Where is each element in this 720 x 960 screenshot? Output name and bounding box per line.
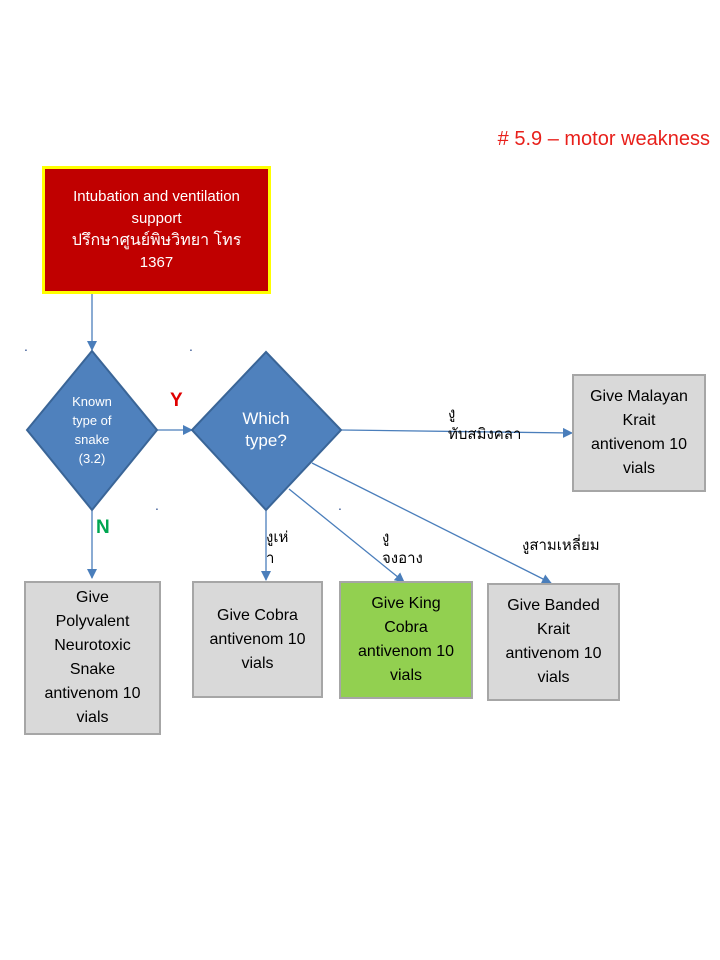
known-line3: snake: [74, 432, 110, 447]
banded-krait-box: Give Banded Krait antivenom 10 vials: [487, 583, 620, 701]
cobra-line2: antivenom 10: [209, 630, 306, 648]
intubation-line4: 1367: [139, 254, 174, 271]
malayan-line4: vials: [622, 460, 655, 477]
cobra-label-line1: งูเห่: [266, 529, 289, 546]
polyvalent-box: Give Polyvalent Neurotoxic Snake antiven…: [24, 581, 161, 735]
intubation-line3: ปรึกษาศูนย์พิษวิทยา โทร: [71, 232, 242, 249]
connector-which-to-king-cobra: [288, 488, 405, 583]
connector-which-to-malayan: [340, 427, 573, 438]
connector-which-to-banded-krait: [311, 462, 552, 584]
malayan-krait-box: Give Malayan Krait antivenom 10 vials: [572, 374, 706, 492]
which-line2: type?: [245, 431, 287, 450]
known-line2: type of: [72, 413, 112, 428]
yes-label: Y: [170, 390, 183, 411]
king-cobra-label-line1: งู: [382, 529, 390, 546]
intubation-box: Intubation and ventilation support ปรึกษ…: [42, 166, 271, 294]
known-type-diamond: [25, 349, 159, 512]
page-heading: # 5.9 – motor weakness: [497, 128, 710, 150]
banded-krait-edge-label: งูสามเหลี่ยม: [522, 537, 600, 554]
king-cobra-edge-label: งู จงอาง: [382, 527, 423, 569]
king-cobra-line4: vials: [389, 667, 422, 684]
king-cobra-line3: antivenom 10: [357, 643, 455, 660]
polyvalent-line4: Snake: [69, 661, 116, 678]
malayan-line1: Give Malayan: [590, 388, 688, 405]
dot-4: .: [338, 497, 342, 513]
cobra-edge-label: งูเห่ า: [266, 527, 288, 569]
polyvalent-line3: Neurotoxic: [54, 637, 131, 654]
banded-line4: vials: [537, 669, 570, 686]
no-label: N: [96, 517, 110, 538]
known-type-text: Known type of snake (3.2): [52, 390, 132, 470]
king-cobra-line1: Give King: [371, 595, 441, 612]
intubation-line1: Intubation and ventilation: [73, 188, 240, 205]
dot-3: .: [155, 497, 159, 513]
king-cobra-label-line2: จงอาง: [382, 550, 423, 567]
which-type-text: Which type?: [216, 405, 316, 455]
known-line1: Known: [72, 394, 112, 409]
which-line1: Which: [242, 409, 290, 428]
polyvalent-line1: Give: [76, 589, 109, 606]
known-line4: (3.2): [78, 451, 106, 466]
cobra-line3: vials: [241, 654, 274, 672]
cobra-line1: Give Cobra: [217, 606, 298, 624]
king-cobra-line2: Cobra: [384, 619, 428, 636]
which-type-diamond: [190, 350, 343, 512]
malayan-krait-edge-label: งู ทับสมิงคลา: [448, 403, 521, 445]
polyvalent-line2: Polyvalent: [55, 613, 130, 630]
banded-line1: Give Banded: [507, 597, 600, 614]
banded-line3: antivenom 10: [505, 645, 602, 662]
polyvalent-line6: vials: [76, 709, 109, 726]
cobra-box: Give Cobra antivenom 10 vials: [192, 581, 323, 698]
malayan-line3: antivenom 10: [590, 436, 688, 453]
banded-line2: Krait: [537, 621, 570, 638]
malayan-label-line1: งู: [448, 405, 456, 422]
malayan-line2: Krait: [622, 412, 656, 429]
king-cobra-box: Give King Cobra antivenom 10 vials: [339, 581, 473, 699]
polyvalent-line5: antivenom 10: [44, 685, 141, 702]
cobra-label-line2: า: [266, 550, 275, 567]
dot-1: .: [24, 338, 28, 354]
intubation-line2: support: [131, 210, 182, 227]
dot-2: .: [189, 338, 193, 354]
malayan-label-line2: ทับสมิงคลา: [448, 426, 522, 443]
